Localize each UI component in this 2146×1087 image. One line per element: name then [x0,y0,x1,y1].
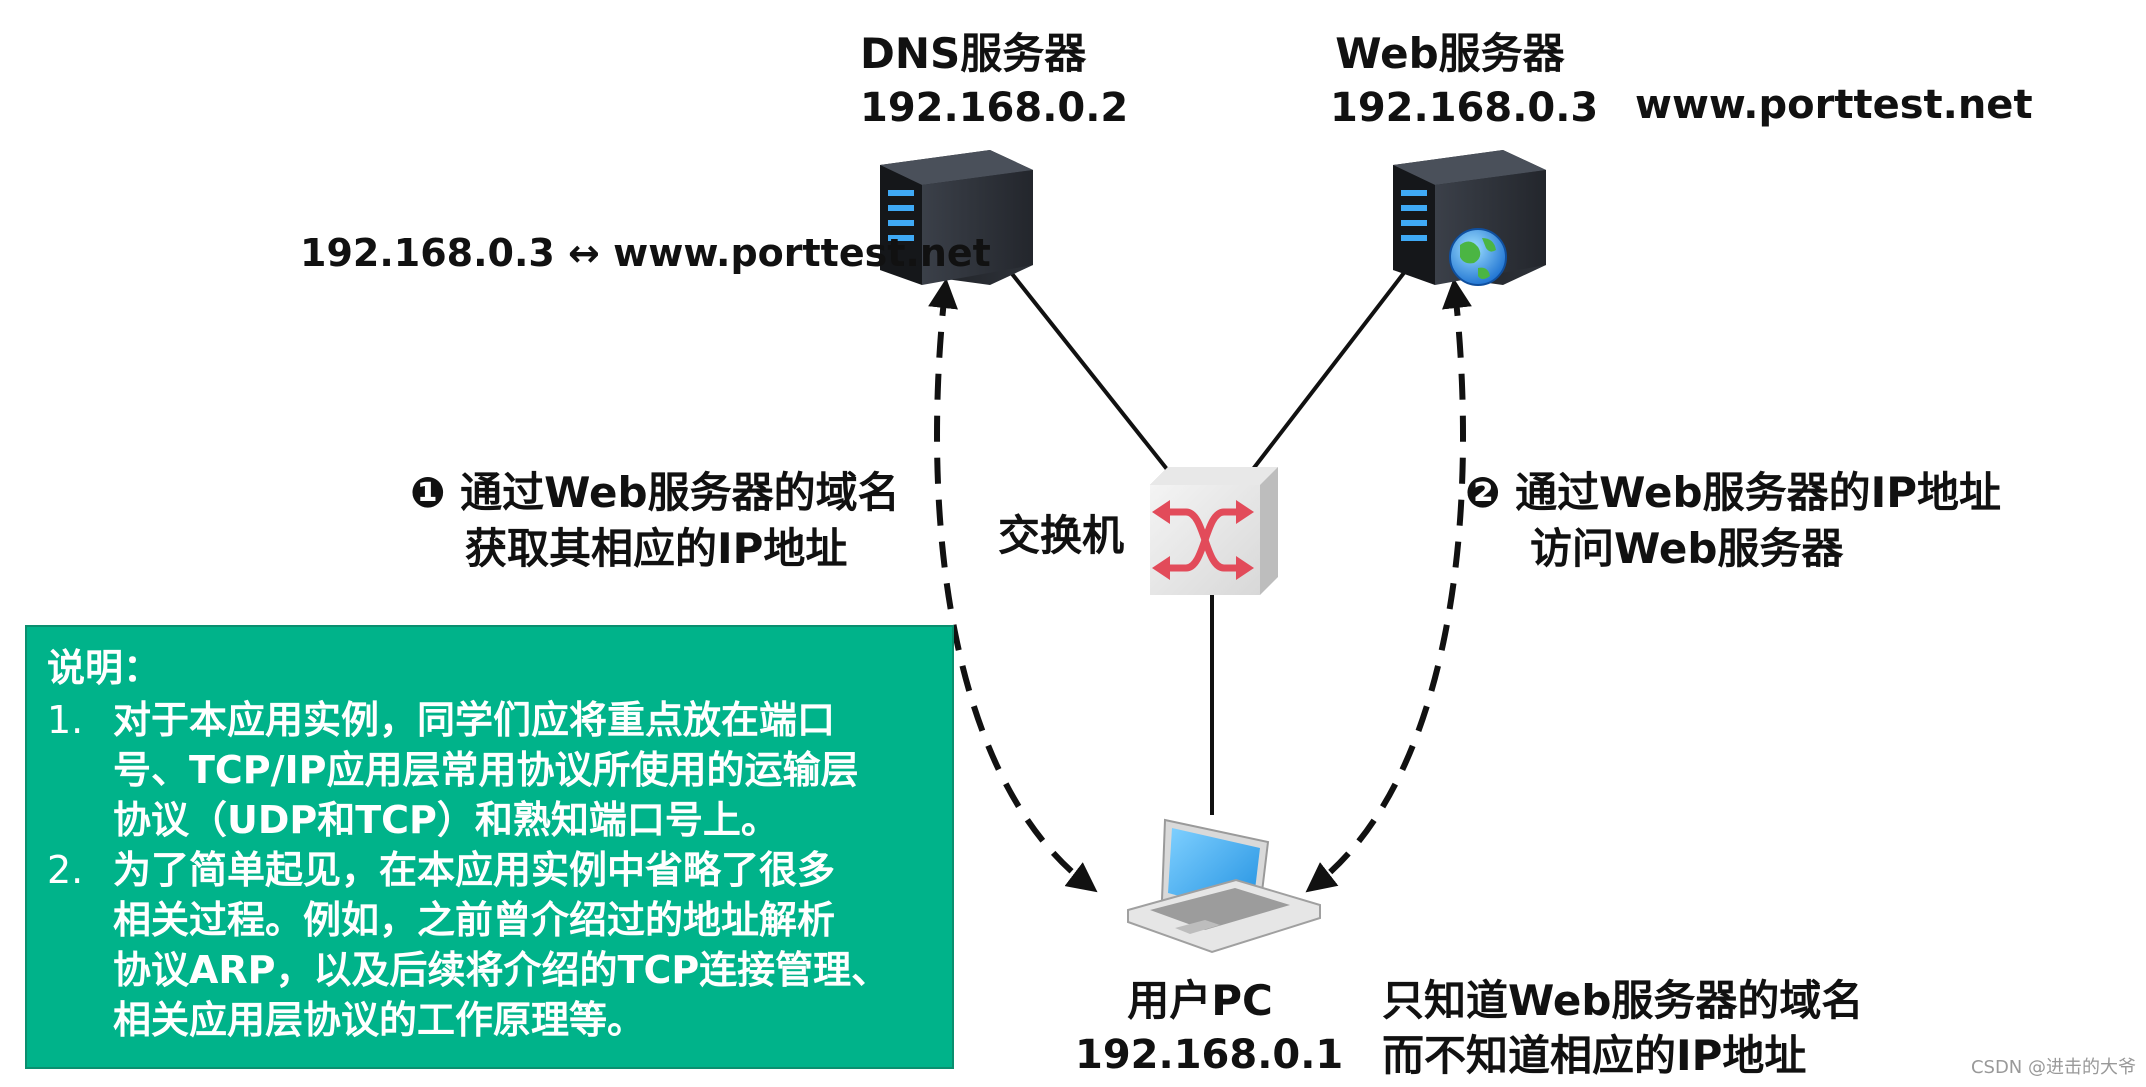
user-pc-title: 用户PC [1127,976,1273,1025]
item-line: 协议（UDP和TCP）和熟知端口号上。 [113,798,779,842]
step1-line1: ❶ 通过Web服务器的域名 [410,468,900,517]
web-server-ip: 192.168.0.3 [1330,85,1599,131]
laptop-icon [1127,818,1321,954]
item-number: 2. [47,848,84,892]
step2-line2: 访问Web服务器 [1530,524,1844,573]
explanation-title: 说明： [47,646,162,690]
link-web-switch [1248,263,1412,475]
dns-server-title: DNS服务器 [860,29,1087,78]
item-line: 相关过程。例如，之前曾介绍过的地址解析 [113,898,836,942]
link-dns-switch [1003,263,1172,475]
explanation-item-1: 1. 对于本应用实例，同学们应将重点放在端口 号、TCP/IP应用层常用协议所使… [47,695,932,845]
item-line: 号、TCP/IP应用层常用协议所使用的运输层 [113,748,859,792]
step1-line2: 获取其相应的IP地址 [465,524,848,573]
dns-server-ip: 192.168.0.2 [860,85,1129,131]
dns-record-label: 192.168.0.3 ↔ www.porttest.net [300,231,991,275]
user-pc-ip: 192.168.0.1 [1075,1032,1344,1078]
item-line: 相关应用层协议的工作原理等。 [113,998,646,1042]
step2-line1: ❷ 通过Web服务器的IP地址 [1465,468,2001,517]
user-note-line1: 只知道Web服务器的域名 [1382,976,1864,1025]
flow-arrow-web-access [1305,278,1472,893]
watermark: CSDN @进击的大爷 [1970,1057,2136,1078]
item-text: 对于本应用实例，同学们应将重点放在端口 号、TCP/IP应用层常用协议所使用的运… [113,695,932,845]
item-text: 为了简单起见，在本应用实例中省略了很多 相关过程。例如，之前曾介绍过的地址解析 … [113,845,932,1045]
item-line: 对于本应用实例，同学们应将重点放在端口 [113,698,836,742]
explanation-item-2: 2. 为了简单起见，在本应用实例中省略了很多 相关过程。例如，之前曾介绍过的地址… [47,845,932,1045]
web-server-domain: www.porttest.net [1635,82,2033,128]
item-number: 1. [47,698,84,742]
globe-icon [1449,228,1507,286]
explanation-box: 说明： 1. 对于本应用实例，同学们应将重点放在端口 号、TCP/IP应用层常用… [25,625,954,1069]
item-line: 为了简单起见，在本应用实例中省略了很多 [113,848,836,892]
switch-icon [1150,467,1278,595]
flow-arrow-dns-query [928,278,1098,893]
user-note-line2: 而不知道相应的IP地址 [1382,1031,1807,1080]
web-server-title: Web服务器 [1335,29,1565,78]
switch-label: 交换机 [998,511,1125,560]
item-line: 协议ARP，以及后续将介绍的TCP连接管理、 [113,948,890,992]
dns-server-icon [880,150,1033,285]
